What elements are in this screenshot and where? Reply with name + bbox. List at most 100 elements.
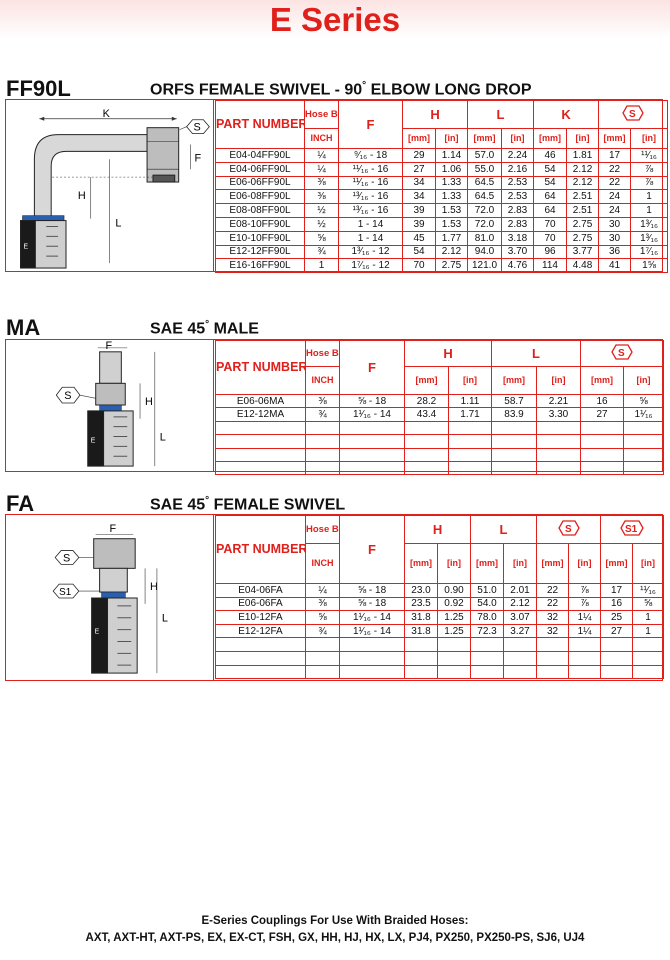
section-code-ff90l: FF90L xyxy=(6,76,71,101)
table-cell: 72.3 xyxy=(470,623,505,639)
hex-nut-icon xyxy=(54,550,80,565)
table-cell: 1.06 xyxy=(434,161,469,177)
table-cell: 3.70 xyxy=(501,244,535,260)
dim-h-label: H xyxy=(78,190,86,202)
part-number-cell: E06-06FF90L xyxy=(215,175,305,191)
table-cell xyxy=(404,650,438,666)
table-cell: ⅝ - 18 xyxy=(339,583,405,598)
table-cell: 3.77 xyxy=(566,244,600,260)
table-cell: 24 xyxy=(598,189,632,205)
table-cell xyxy=(623,447,665,462)
table-cell: 1 xyxy=(304,258,339,274)
table-cell: 2.24 xyxy=(501,148,535,163)
table-cell: 114 xyxy=(533,258,568,274)
table-cell xyxy=(339,460,405,476)
table-cell: 2.01 xyxy=(503,583,538,598)
table-cell: 64.5 xyxy=(467,189,503,205)
svg-text:L: L xyxy=(160,431,166,443)
table-cell: 2.12 xyxy=(434,244,469,260)
drawing-fa: F S S1 E H L xyxy=(6,515,214,680)
table-cell xyxy=(632,650,665,666)
table-cell xyxy=(339,637,405,652)
table-cell: 78.0 xyxy=(470,610,505,625)
table-cell: 2.75 xyxy=(566,216,600,232)
svg-text:S: S xyxy=(618,348,625,359)
table-cell xyxy=(536,664,570,680)
col-l: L xyxy=(491,340,582,367)
table-cell xyxy=(339,447,405,462)
table-cell: ⅝ - 18 xyxy=(339,393,405,409)
table-cell: ¾ xyxy=(305,623,340,639)
table-cell xyxy=(447,460,493,476)
table-cell: 2.16 xyxy=(501,161,535,177)
table-cell: ¼ xyxy=(304,148,339,163)
part-number-cell: E12-12FF90L xyxy=(215,244,305,260)
table-cell: ⅜ xyxy=(304,189,339,205)
col-s1: S1 xyxy=(600,515,665,544)
table-cell: 17 xyxy=(600,583,634,598)
table-cell: 23.5 xyxy=(404,596,438,612)
table-cell xyxy=(568,650,602,666)
table-cell: 1¼ xyxy=(568,623,602,639)
table-cell: 64 xyxy=(533,203,568,218)
part-number-cell xyxy=(215,434,306,449)
table-cell xyxy=(536,434,582,449)
table-cell xyxy=(600,637,634,652)
svg-text:S: S xyxy=(64,390,71,402)
table-cell: 2.12 xyxy=(503,596,538,612)
table-cell xyxy=(305,460,340,476)
hex-nut-icon xyxy=(52,583,80,599)
table-cell xyxy=(491,460,538,476)
table-cell: ¾ xyxy=(305,407,340,422)
part-number-cell: E04-06FF90L xyxy=(215,161,305,177)
part-number-cell: E06-06FA xyxy=(215,596,306,612)
table-cell xyxy=(536,650,570,666)
table-cell: 54 xyxy=(533,175,568,191)
header-band xyxy=(0,0,670,38)
col-hose-bore: Hose Bore xyxy=(305,340,340,367)
svg-text:F: F xyxy=(195,152,202,164)
table-cell xyxy=(339,650,405,666)
table-cell xyxy=(600,650,634,666)
col-k: K xyxy=(533,100,600,129)
table-cell: ⅞ xyxy=(630,161,669,177)
section-fa: F S S1 E H L PART NUMBER Ho xyxy=(5,514,665,681)
section-desc-fa: SAE 45° FEMALE SWIVEL xyxy=(150,495,346,514)
table-cell: 2.53 xyxy=(501,189,535,205)
table-cell: ⅝ xyxy=(304,230,339,246)
table-cell: 1¹⁄₁₆ xyxy=(623,407,665,422)
page-title: E Series xyxy=(269,1,401,38)
svg-text:L: L xyxy=(162,613,168,625)
table-cell: 27 xyxy=(580,407,625,422)
table-cell: 121.0 xyxy=(467,258,503,274)
table-cell xyxy=(536,447,582,462)
table-cell: 1.81 xyxy=(566,148,600,163)
col-part-number: PART NUMBER xyxy=(215,100,305,149)
part-number-cell: E06-06MA xyxy=(215,393,306,409)
table-cell: 31.8 xyxy=(404,623,438,639)
table-cell: ⅝ - 18 xyxy=(339,596,405,612)
table-cell: 83.9 xyxy=(491,407,538,422)
table-cell: 43.4 xyxy=(404,407,449,422)
dim-l-label: L xyxy=(115,218,121,230)
table-row-empty xyxy=(215,460,665,476)
table-cell xyxy=(470,650,505,666)
table-cell: ¹¹⁄₁₆ xyxy=(632,583,665,598)
col-h: H xyxy=(403,515,472,544)
table-cell: 1⅝ xyxy=(630,258,669,274)
table-cell xyxy=(404,434,449,449)
table-ff90l: PART NUMBER Hose Bore F H L K S INCH [mm… xyxy=(215,100,669,274)
part-number-cell xyxy=(215,447,306,462)
table-cell: ½ xyxy=(304,203,339,218)
table-row-empty xyxy=(215,420,665,436)
section-desc-ma: SAE 45° MALE xyxy=(150,319,259,338)
table-cell xyxy=(305,664,340,680)
table-cell: 22 xyxy=(598,161,632,177)
table-cell: 0.90 xyxy=(436,583,472,598)
table-cell xyxy=(470,664,505,680)
